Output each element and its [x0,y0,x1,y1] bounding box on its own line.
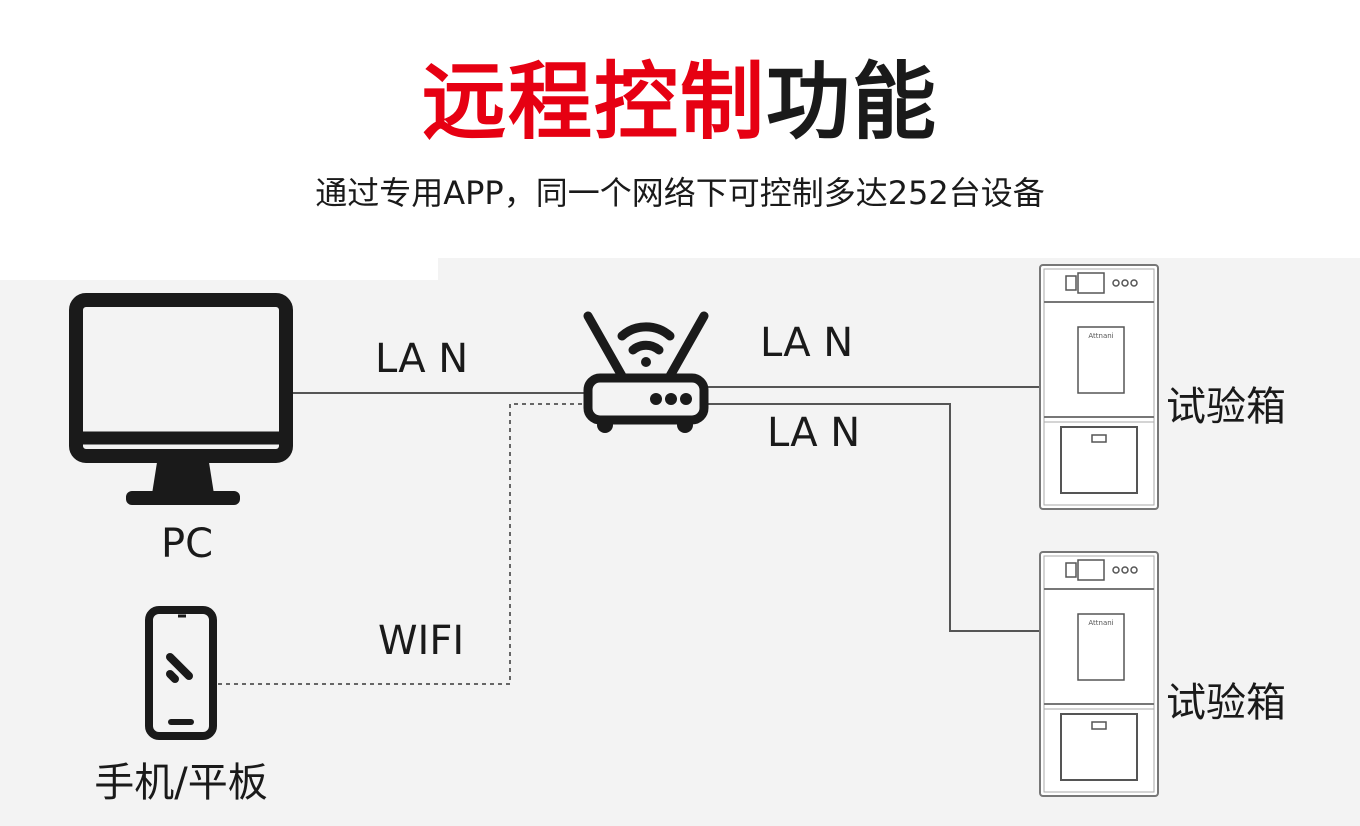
test-chamber-icon: Attnani [1039,551,1159,797]
chamber-brand-top: Attnani [1088,332,1113,340]
smartphone-icon [145,606,217,740]
header: 远程控制功能 通过专用APP，同一个网络下可控制多达252台设备 [0,0,1360,258]
lan-label-router-chamber-top: LA N [760,320,853,366]
wifi-router-icon [583,311,709,433]
connection-lines [218,386,1040,685]
title-rest: 功能 [766,53,939,151]
chamber-label-bottom: 试验箱 [1166,680,1286,726]
lan-label-router-chamber-bottom: LA N [767,410,860,456]
wifi-label: WIFI [378,618,464,664]
mobile-label: 手机/平板 [94,760,267,806]
test-chamber-icon: Attnani [1039,264,1159,510]
title-highlight: 远程控制 [421,53,766,151]
lan-label-pc-router: LA N [375,336,468,382]
chamber-brand-bottom: Attnani [1088,619,1113,627]
wifi-line-mobile-router [218,403,584,685]
monitor-icon [69,293,293,505]
pc-label: PC [161,521,213,567]
page-subtitle: 通过专用APP，同一个网络下可控制多达252台设备 [315,174,1045,212]
lan-line-router-chamber-bottom [706,403,1040,632]
page-title: 远程控制功能 [0,52,1360,152]
background-notch [0,258,438,280]
chamber-label-top: 试验箱 [1166,384,1286,430]
